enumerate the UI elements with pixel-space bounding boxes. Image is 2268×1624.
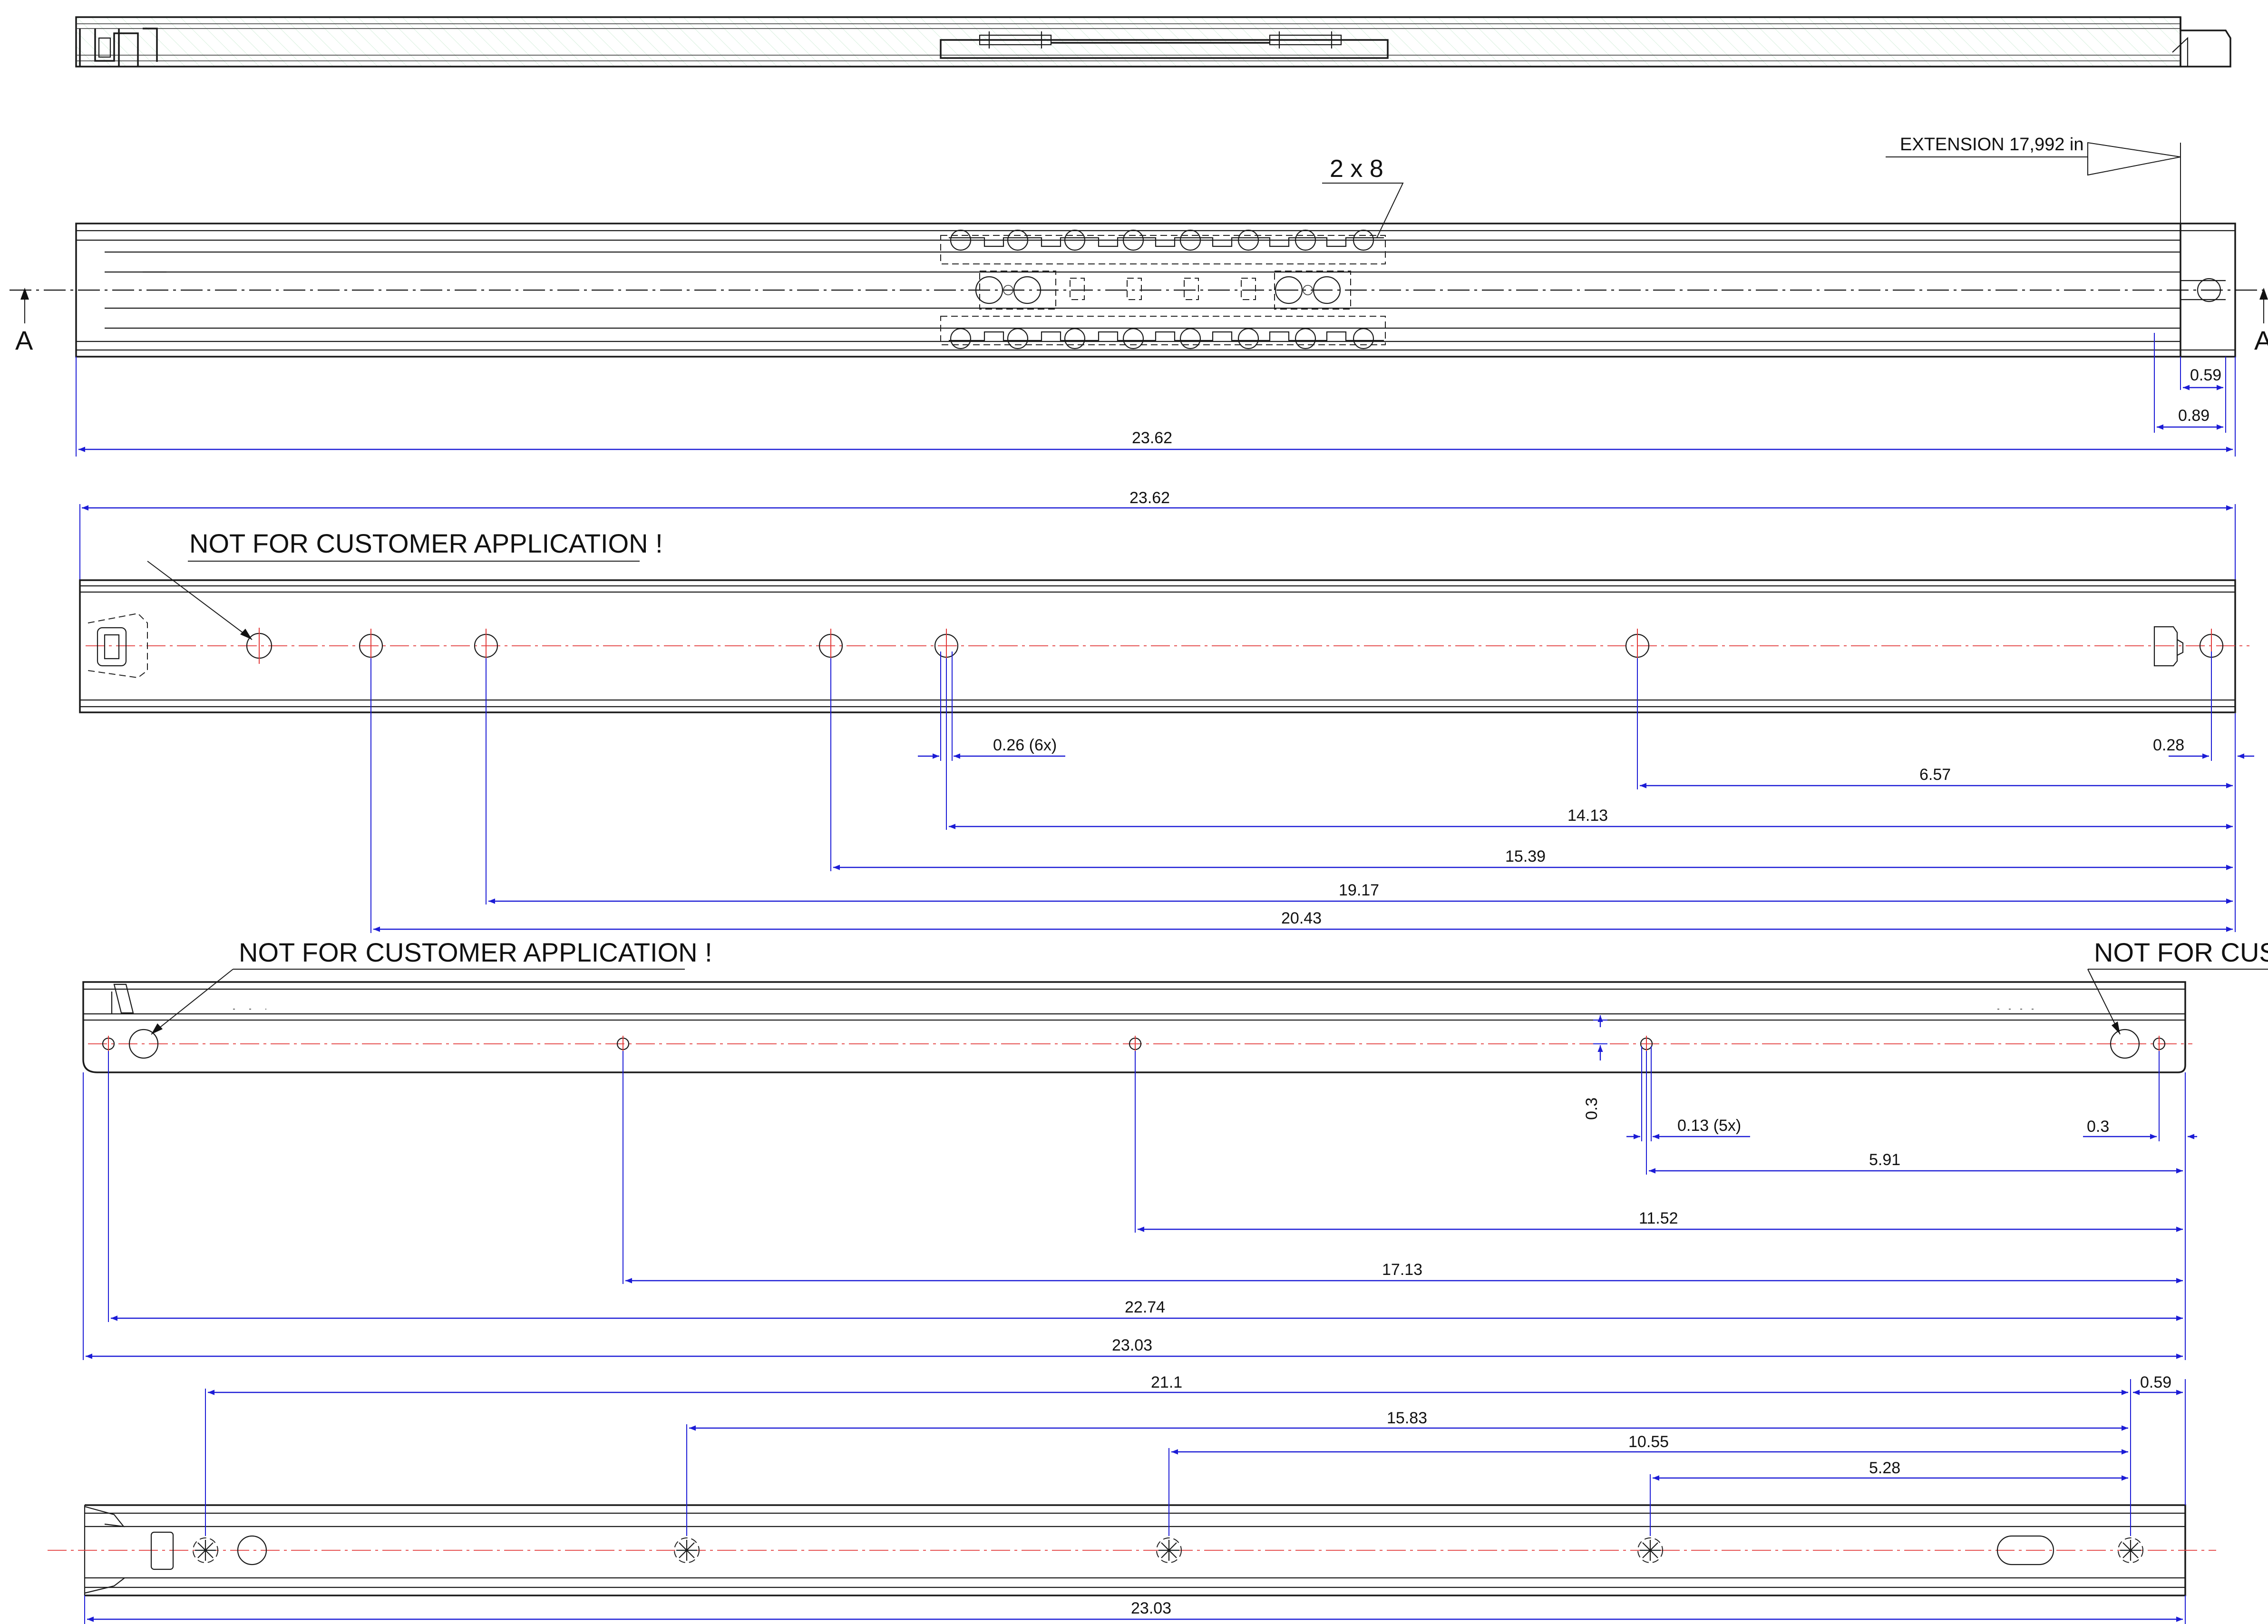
dim-03-vertical: 0.3	[1583, 1098, 1601, 1120]
dim-089-top: 0.89	[2178, 407, 2210, 425]
dim-1539-mid: 15.39	[1505, 847, 1546, 865]
ball-row-bottom	[950, 328, 1374, 350]
holes-third	[102, 1029, 2166, 1059]
dim-1713-third: 17.13	[1382, 1261, 1422, 1279]
dim-2303-third: 23.03	[1112, 1336, 1152, 1354]
dim-1413-mid: 14.13	[1567, 807, 1608, 825]
clip-left-mid	[88, 613, 148, 679]
ball-count-label: 2 x 8	[1330, 155, 1383, 183]
middle-view: 23.62	[79, 489, 2254, 933]
dim-657-mid: 6.57	[1919, 766, 1951, 784]
ball-row-top	[950, 229, 1374, 251]
dim-211-bottom: 21.1	[1151, 1373, 1182, 1391]
dim-028-mid: 0.28	[2153, 736, 2184, 754]
dim-059-top: 0.59	[2190, 366, 2221, 384]
star-holes-bottom	[193, 1537, 2143, 1563]
dim-2043-mid: 20.43	[1281, 909, 1322, 927]
dim-1152-third: 11.52	[1639, 1209, 1678, 1227]
note-not-for-customer: NOT FOR CUSTOMER APPLICATION !	[189, 528, 663, 558]
top-view: A A 2 x 8 EXTENSION 17,992 in 0.59 0.89 …	[10, 135, 2268, 457]
extension-label: EXTENSION 17,992 in	[1900, 135, 2084, 155]
dim-hole-dia-third: 0.13 (5x)	[1677, 1117, 1741, 1135]
bottom-view: 21.1 0.59 15.83 10.55 5.28 23.03	[48, 1373, 2216, 1624]
dim-2362-mid: 23.62	[1129, 489, 1170, 507]
roller-left	[975, 271, 1056, 310]
dim-1583-bottom: 15.83	[1387, 1409, 1427, 1427]
section-marker-right: A	[2254, 325, 2268, 355]
section-view	[75, 16, 2231, 68]
dim-2274-third: 22.74	[1125, 1298, 1165, 1316]
dim-1055-bottom: 10.55	[1628, 1433, 1669, 1451]
dim-1917-mid: 19.17	[1339, 881, 1379, 899]
dim-03-third: 0.3	[2087, 1118, 2109, 1136]
dim-2303-bottom: 23.03	[1131, 1599, 1171, 1617]
section-marker-left: A	[15, 325, 33, 355]
dim-059-bottom: 0.59	[2140, 1373, 2171, 1391]
third-view: NOT FOR CUSTOMER APPLICATION ! NOT FOR C…	[82, 937, 2268, 1360]
note-left-third: NOT FOR CUSTOMER APPLICATION !	[239, 937, 712, 967]
dim-hole-dia-mid: 0.26 (6x)	[993, 736, 1057, 754]
dim-528-bottom: 5.28	[1869, 1459, 1900, 1477]
dim-591-third: 5.91	[1869, 1151, 1900, 1169]
note-right-third: NOT FOR CUS	[2094, 937, 2268, 967]
dim-2362-top: 23.62	[1132, 429, 1172, 447]
roller-right	[1274, 271, 1351, 310]
